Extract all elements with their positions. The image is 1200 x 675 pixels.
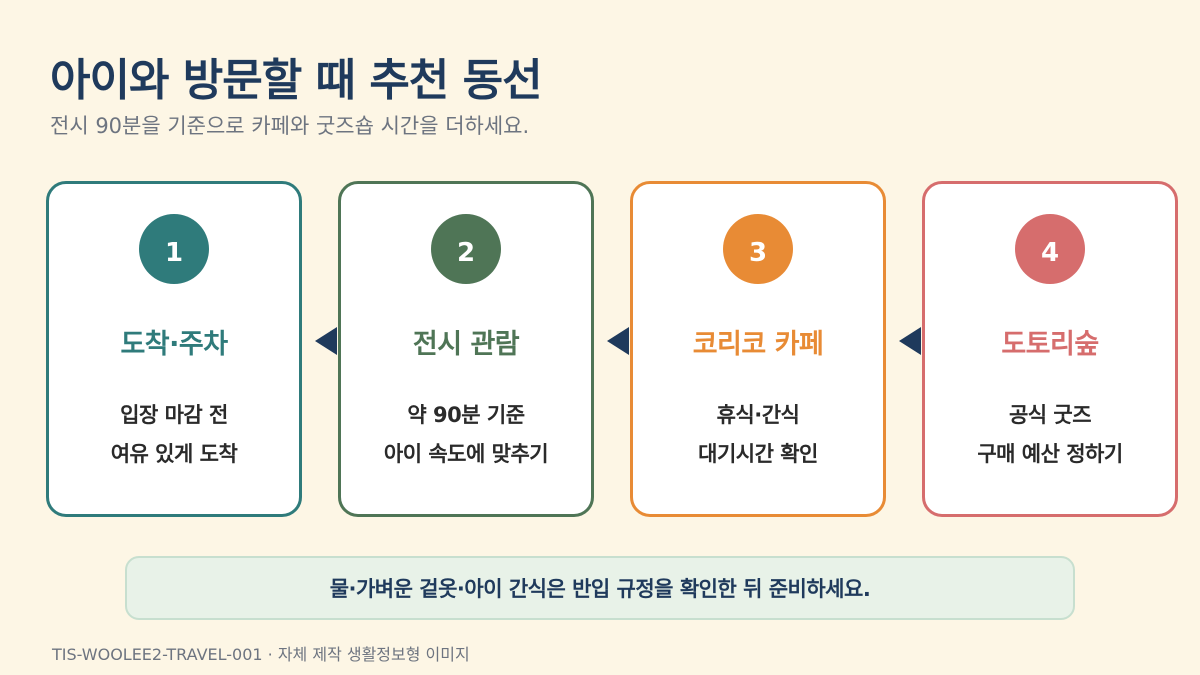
step-card-4: 4 도토리숲 공식 굿즈 구매 예산 정하기 (922, 181, 1178, 517)
step-description-line1: 공식 굿즈 (1008, 403, 1092, 427)
step-card-1: 1 도착·주차 입장 마감 전 여유 있게 도착 (46, 181, 302, 517)
step-description-line2: 아이 속도에 맞추기 (383, 442, 549, 466)
flow-arrow-icon (315, 327, 337, 355)
step-description-line2: 구매 예산 정하기 (977, 442, 1123, 466)
step-title: 도토리숲 (1001, 329, 1099, 360)
step-description-line1: 입장 마감 전 (120, 403, 228, 427)
step-number-badge: 4 (1015, 214, 1085, 284)
step-description-line2: 대기시간 확인 (698, 442, 818, 466)
step-description-line2: 여유 있게 도착 (110, 442, 238, 466)
step-number-badge: 2 (431, 214, 501, 284)
page-title: 아이와 방문할 때 추천 동선 (50, 55, 543, 106)
flow-arrow-icon (607, 327, 629, 355)
step-card-2: 2 전시 관람 약 90분 기준 아이 속도에 맞추기 (338, 181, 594, 517)
page-subtitle: 전시 90분을 기준으로 카페와 굿즈숍 시간을 더하세요. (50, 114, 530, 138)
step-description-line1: 휴식·간식 (716, 403, 800, 427)
notice-banner: 물·가벼운 겉옷·아이 간식은 반입 규정을 확인한 뒤 준비하세요. (125, 556, 1075, 620)
footer-caption: TIS-WOOLEE2-TRAVEL-001 · 자체 제작 생활정보형 이미지 (52, 645, 470, 664)
step-description-line1: 약 90분 기준 (407, 403, 525, 427)
step-number-badge: 3 (723, 214, 793, 284)
step-title: 코리코 카페 (692, 329, 824, 360)
step-title: 도착·주차 (120, 329, 228, 360)
step-title: 전시 관람 (412, 329, 520, 360)
step-number-badge: 1 (139, 214, 209, 284)
step-card-3: 3 코리코 카페 휴식·간식 대기시간 확인 (630, 181, 886, 517)
flow-arrow-icon (899, 327, 921, 355)
